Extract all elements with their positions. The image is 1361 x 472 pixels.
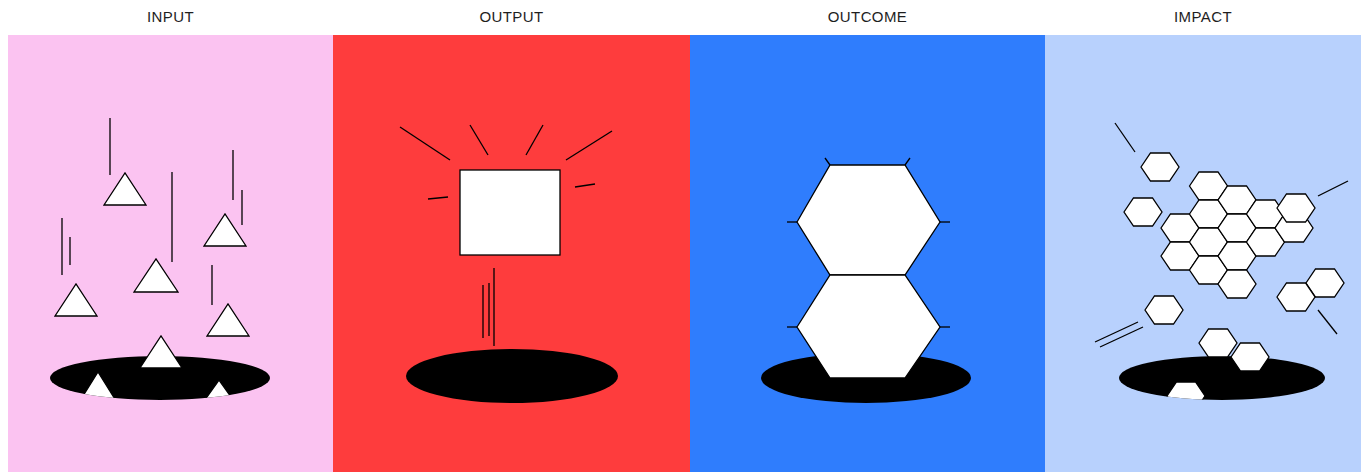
hexagon	[1161, 214, 1199, 242]
hexagon	[1167, 382, 1205, 410]
hexagon	[1161, 242, 1199, 270]
triangle	[134, 259, 178, 292]
ray-line	[470, 125, 488, 155]
panel-heading: OUTPUT	[333, 8, 690, 25]
motion-line	[61, 218, 62, 275]
motion-line	[1095, 322, 1138, 342]
tick-mark	[905, 158, 910, 165]
hole	[50, 356, 270, 400]
input-illustration	[50, 118, 270, 404]
panel-heading: OUTCOME	[690, 8, 1045, 25]
hexagon	[1231, 343, 1269, 371]
tick-mark	[940, 326, 950, 327]
square	[460, 170, 560, 255]
hexagon	[1145, 296, 1183, 324]
tick-mark	[825, 158, 830, 165]
hexagon	[1277, 194, 1315, 222]
hexagon	[1199, 329, 1237, 357]
motion-line	[69, 237, 70, 265]
hole	[1119, 356, 1325, 400]
output-illustration	[400, 125, 618, 403]
motion-line	[1318, 181, 1348, 196]
panel-heading: INPUT	[8, 8, 333, 25]
ray-line	[566, 131, 612, 160]
hexagon	[1124, 198, 1162, 226]
stage-panel: OUTCOME	[690, 35, 1045, 472]
ray-line	[400, 127, 450, 160]
ray-line	[575, 184, 595, 187]
stage-panel: OUTPUT	[333, 35, 690, 472]
hexagon	[1190, 228, 1228, 256]
motion-line	[1115, 123, 1135, 152]
stage-panel: INPUT	[8, 35, 333, 472]
hexagon	[797, 275, 940, 378]
hexagon	[1218, 242, 1256, 270]
motion-line	[1318, 310, 1337, 334]
triangle	[140, 336, 182, 368]
hexagon	[1277, 283, 1315, 311]
hexagon	[1218, 270, 1256, 298]
stage-panel: IMPACT	[1045, 35, 1361, 472]
triangle	[202, 380, 236, 404]
motion-line	[211, 265, 212, 305]
motion-line	[493, 268, 494, 346]
hexagon	[1218, 186, 1256, 214]
ray-line	[526, 125, 543, 155]
motion-line	[241, 190, 242, 225]
tick-mark	[787, 221, 797, 222]
hexagon	[1190, 200, 1228, 228]
tick-mark	[787, 326, 797, 327]
hexagon	[1190, 256, 1228, 284]
hexagon	[1275, 214, 1313, 242]
triangle	[55, 284, 97, 316]
hexagon	[1218, 214, 1256, 242]
hole	[406, 349, 618, 403]
motion-line	[488, 283, 489, 336]
triangle	[104, 173, 146, 205]
tick-mark	[940, 221, 950, 222]
triangle	[207, 304, 249, 336]
hexagon	[1306, 269, 1344, 297]
hexagon	[1141, 153, 1179, 181]
triangle	[78, 372, 118, 404]
triangle	[204, 214, 246, 246]
hole	[761, 353, 971, 403]
hexagon	[1247, 228, 1285, 256]
impact-illustration	[1095, 123, 1348, 410]
hexagon	[1247, 200, 1285, 228]
ray-line	[428, 197, 448, 199]
motion-line	[1100, 327, 1143, 347]
outcome-illustration	[761, 158, 971, 403]
hexagon	[1190, 172, 1228, 200]
motion-line	[232, 150, 233, 200]
motion-line	[482, 285, 483, 338]
motion-line	[171, 172, 172, 262]
motion-line	[109, 118, 110, 175]
hexagon	[797, 165, 940, 275]
panel-heading: IMPACT	[1045, 8, 1361, 25]
